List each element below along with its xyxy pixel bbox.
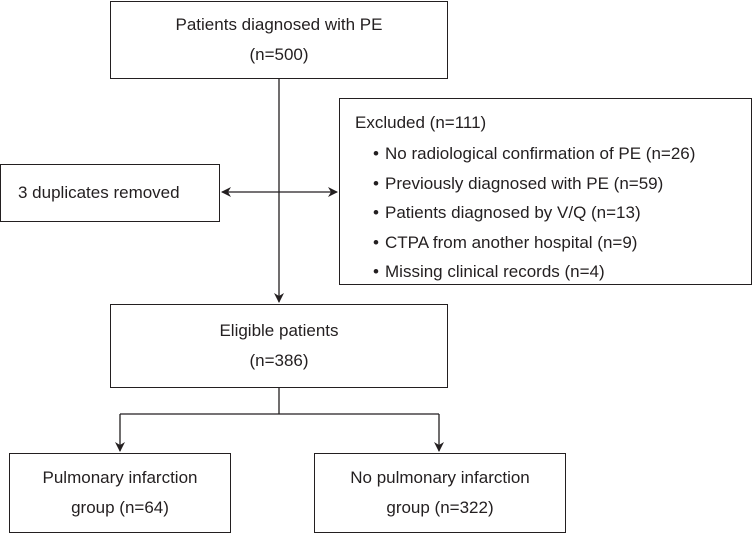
excluded-item-text: CTPA from another hospital (n=9) <box>385 232 638 252</box>
excluded-item: • Patients diagnosed by V/Q (n=13) <box>355 198 751 228</box>
no-pulmonary-infarction-line2: group (n=322) <box>386 498 494 517</box>
bullet-icon: • <box>373 144 379 163</box>
excluded-item-text: Patients diagnosed by V/Q (n=13) <box>385 203 641 222</box>
pulmonary-infarction-group-box: Pulmonary infarction group (n=64) <box>9 453 231 533</box>
eligible-patients-title: Eligible patients <box>219 321 339 340</box>
pulmonary-infarction-line2: group (n=64) <box>71 498 169 517</box>
excluded-item: • No radiological confirmation of PE (n=2… <box>355 139 751 169</box>
excluded-item: • Previously diagnosed with PE (n=59) <box>355 169 751 199</box>
excluded-item: • Missing clinical records (n=4) <box>355 257 751 287</box>
bullet-icon: • <box>373 232 379 252</box>
no-pulmonary-infarction-line1: No pulmonary infarction <box>350 468 530 487</box>
bullet-icon: • <box>373 173 379 193</box>
excluded-heading: Excluded (n=111) <box>355 113 487 132</box>
patients-diagnosed-title: Patients diagnosed with PE <box>175 15 383 34</box>
excluded-item-text: No radiological confirmation of PE (n=26… <box>385 144 696 163</box>
bullet-icon: • <box>373 203 379 222</box>
patients-diagnosed-count: (n=500) <box>249 45 309 64</box>
excluded-item: • CTPA from another hospital (n=9) <box>355 228 751 258</box>
patients-diagnosed-box: Patients diagnosed with PE (n=500) <box>110 1 448 79</box>
bullet-icon: • <box>373 262 379 281</box>
excluded-item-text: Missing clinical records (n=4) <box>385 262 605 281</box>
duplicates-box: 3 duplicates removed <box>0 164 220 222</box>
excluded-item-text: Previously diagnosed with PE (n=59) <box>385 173 664 193</box>
excluded-list: • No radiological confirmation of PE (n=2… <box>355 139 751 287</box>
pulmonary-infarction-line1: Pulmonary infarction <box>42 468 198 487</box>
duplicates-label: 3 duplicates removed <box>18 183 180 202</box>
excluded-box: Excluded (n=111) • No radiological confir… <box>339 98 752 285</box>
eligible-patients-box: Eligible patients (n=386) <box>110 304 448 388</box>
eligible-patients-count: (n=386) <box>249 351 309 370</box>
no-pulmonary-infarction-group-box: No pulmonary infarction group (n=322) <box>314 453 566 533</box>
